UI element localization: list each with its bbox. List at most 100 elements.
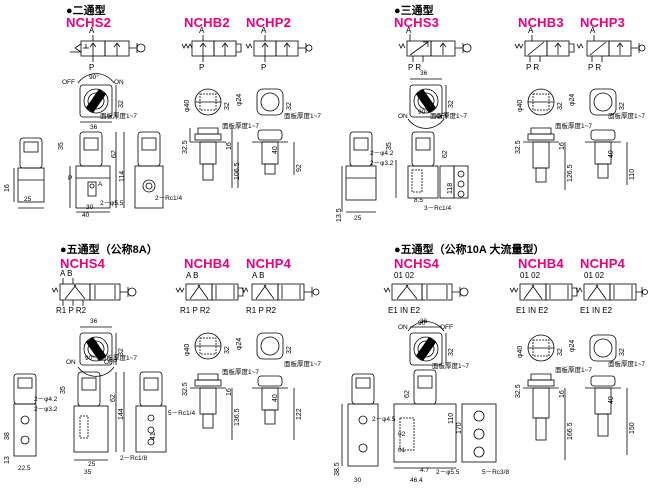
dim-4-7-nchs4-10a: 4.7: [420, 467, 430, 474]
label-01-nchs4-10a: 01: [398, 447, 406, 454]
dim-32-nchs3: 32: [448, 100, 455, 108]
symbol-nchp3: [576, 35, 646, 62]
dim-32-nchs2: 32: [118, 100, 125, 108]
dim-118-nchs3: 118: [447, 182, 454, 194]
dim-phi40-nchb3: φ40: [517, 99, 524, 112]
dim-13-5-nchs3: 13.5: [336, 208, 343, 222]
port-rc-nchs4-10a: 5－Rc3/8: [482, 469, 510, 476]
port-p-nchs2: P: [89, 63, 95, 72]
hole1-nchs4-8a: 2－φ3.2: [34, 406, 58, 413]
section-title-five-way-10a: ●五通型（公称10A 大流量型）: [394, 244, 545, 256]
dial-nchs2: [77, 73, 117, 123]
symbol-nchs4-10a: [383, 283, 469, 301]
dim-110-nchs4-10a: 110: [448, 412, 455, 424]
port-e1ine2-nchp4-10a: E1 IN E2: [580, 306, 613, 315]
panel-thickness-nchs2: 面板厚度1~7: [100, 113, 138, 120]
label-angle-nchs4-10a: 90°: [418, 320, 428, 327]
dim-30-nchs2: 30: [86, 204, 94, 211]
dim-40-nchp3: 40: [608, 150, 615, 158]
port-rc-nchs2: 2－Rc1/4: [155, 195, 183, 202]
port-0102-nchb4-10a: 01 02: [520, 271, 541, 280]
dim-150-nchp4-10a: 150: [629, 422, 636, 434]
model-nchp4-10a: NCHP4: [580, 256, 626, 271]
dim-phi40-nchb4-10a: φ40: [517, 345, 524, 358]
panel-thickness-nchs4-8a: 面板厚度1~7: [100, 355, 138, 362]
dim-35-nchs4-8a: 35: [60, 386, 67, 394]
dim-40-nchp4-10a: 40: [608, 396, 615, 404]
dim-32-nchp3: 32: [619, 102, 626, 110]
panel-thickness-nchp4-8a: 面板厚度1~7: [284, 361, 322, 368]
label-on-nchs2: ON: [114, 79, 124, 86]
symbol-nchb4-10a: [509, 283, 578, 301]
hole2-nchs4-10a: 2－φ4.5: [372, 416, 396, 423]
port-0102-nchs4-10a: 01 02: [394, 271, 415, 280]
port-pr-nchs3: P R: [408, 63, 422, 72]
section-title-three-way: ●三通型: [394, 5, 434, 17]
port-0102-nchp4-10a: 01 02: [584, 271, 605, 280]
dim-62-nchs4-10a: 62: [404, 390, 411, 398]
dim-32-5-nchb4-8a: 32.5: [182, 382, 189, 396]
panel-thickness-nchp2: 面板厚度1~7: [284, 113, 322, 120]
dim-35b-nchs4-8a: 35: [84, 469, 92, 476]
dim-46-4-nchs4-10a: 46.4: [410, 477, 423, 484]
body-nchs4-10a: [341, 369, 497, 469]
label-on-nchs4-8a: ON: [66, 359, 76, 366]
dial-nchs3: [407, 78, 447, 129]
dim-38-5-nchs4-10a: 38.5: [334, 462, 341, 476]
port-a-nchs3: A: [406, 26, 412, 35]
dim-8-5-nchs3: 8.5: [414, 197, 424, 204]
dim-25-nchs2: 25: [24, 196, 32, 203]
model-nchp3: NCHP3: [580, 15, 626, 30]
port-a-nchp3: A: [590, 26, 596, 35]
dim-62-nchs2: 62: [111, 150, 118, 158]
button-top-views: [194, 88, 617, 362]
body-nchs4-8a: [13, 371, 167, 461]
dim-136-5-nchb4-8a: 136.5: [234, 408, 241, 426]
dim-114-nchs2: 114: [119, 170, 126, 182]
dim-170-nchs4-10a: 170: [456, 422, 463, 434]
section-title-five-way-8a: ●五通型（公称8A）: [60, 244, 158, 256]
dim-16-nchb3: 16: [559, 142, 566, 150]
port-a-nchs2: A: [89, 26, 95, 35]
dim-62-nchs3: 62: [442, 150, 449, 158]
dim-phi24-nchp3: φ24: [569, 93, 576, 106]
dim-41-nchs4-8a: 41: [150, 432, 157, 440]
dim-32-nchb4-10a: 32: [557, 348, 564, 356]
port-r1pr2-nchb4-8a: R1 P R2: [180, 306, 211, 315]
model-nchs4-8a: NCHS4: [60, 256, 106, 271]
model-nchs2: NCHS2: [66, 15, 112, 30]
symbol-nchs4-8a: [51, 278, 137, 306]
body-nchp2: [252, 129, 295, 175]
label-p-nchs2: P: [68, 175, 73, 182]
symbol-nchs2: [70, 35, 146, 62]
dim-32-nchp4-8a: 32: [286, 346, 293, 354]
dim-16-nchb4-8a: 16: [226, 388, 233, 396]
label-off-nchs4-8a: OFF: [104, 359, 117, 366]
hole-nchs2: 2－φ5.5: [100, 200, 124, 207]
dim-phi40-nchb4-8a: φ40: [184, 343, 191, 356]
dim-36-nchs3: 36: [420, 70, 428, 77]
dial-nchs4-10a: [407, 321, 447, 366]
dim-122-nchp4-8a: 122: [296, 408, 303, 420]
symbol-nchp2: [245, 35, 313, 62]
dim-32-nchb3: 32: [557, 102, 564, 110]
dim-32-5-nchb4-10a: 32.5: [515, 384, 522, 398]
symbol-nchp4-10a: [575, 283, 648, 301]
dim-32-nchp4-10a: 32: [619, 348, 626, 356]
dim-40-nchp2: 40: [272, 146, 279, 154]
dim-32-nchs4-10a: 32: [448, 348, 455, 356]
port-r1pr2-nchp4-8a: R1 P R2: [246, 306, 277, 315]
dim-16-nchs2: 16: [4, 184, 11, 192]
panel-thickness-nchp3: 面板厚度1~7: [608, 113, 646, 120]
model-nchp2: NCHP2: [246, 15, 292, 30]
label-angle-nchs2: 90°: [89, 74, 99, 81]
panel-thickness-nchs4-10a: 面板厚度1~7: [432, 363, 470, 370]
panel-thickness-nchb3: 面板厚度1~7: [555, 123, 593, 130]
dim-30-nchs4-10a: 30: [354, 477, 362, 484]
dim-32-nchb2: 32: [224, 102, 231, 110]
label-on-nchs3: ON: [398, 113, 408, 120]
label-02-nchs4-10a: 02: [398, 431, 406, 438]
model-nchb4-10a: NCHB4: [518, 256, 564, 271]
panel-thickness-nchb4-8a: 面板厚度1~7: [222, 369, 260, 376]
